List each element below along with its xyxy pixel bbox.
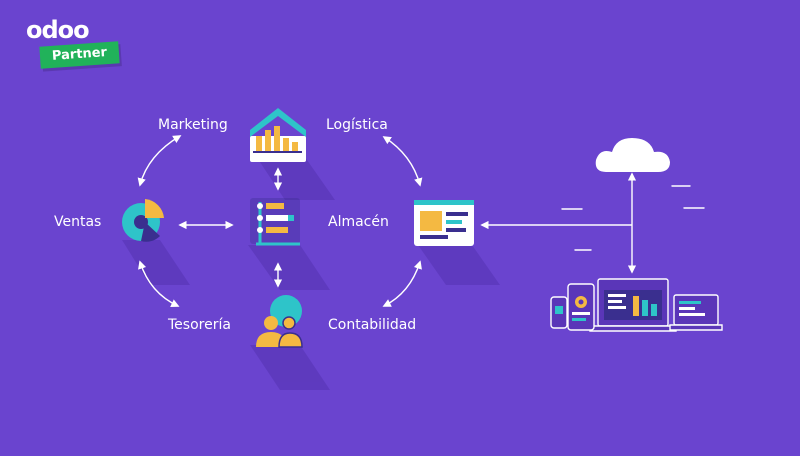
odoo-partner-logo: odoo Partner bbox=[26, 16, 120, 69]
devices-icon bbox=[550, 278, 723, 332]
label-tesoreria: Tesorería bbox=[168, 317, 231, 333]
pie-chart-icon bbox=[122, 199, 164, 242]
label-marketing: Marketing bbox=[158, 117, 228, 133]
logo-wordmark: odoo bbox=[26, 16, 90, 44]
decorative-dashes bbox=[561, 185, 705, 251]
cloud-icon bbox=[595, 138, 670, 172]
process-list-icon bbox=[250, 198, 300, 246]
users-icon bbox=[256, 295, 303, 348]
arc-ventas-tesoreria bbox=[138, 260, 180, 307]
arc-marketing-ventas bbox=[137, 135, 182, 187]
arc-logistica-almacen bbox=[382, 136, 423, 187]
house-bar-chart-icon bbox=[250, 108, 306, 162]
label-almacen: Almacén bbox=[328, 214, 389, 230]
label-contabilidad: Contabilidad bbox=[328, 317, 417, 333]
arc-almacen-contabilidad bbox=[382, 260, 422, 307]
browser-window-icon bbox=[414, 200, 474, 246]
connector-lines bbox=[137, 135, 637, 307]
label-ventas: Ventas bbox=[54, 214, 102, 230]
shadows bbox=[122, 150, 500, 390]
label-logistica: Logística bbox=[326, 117, 388, 133]
